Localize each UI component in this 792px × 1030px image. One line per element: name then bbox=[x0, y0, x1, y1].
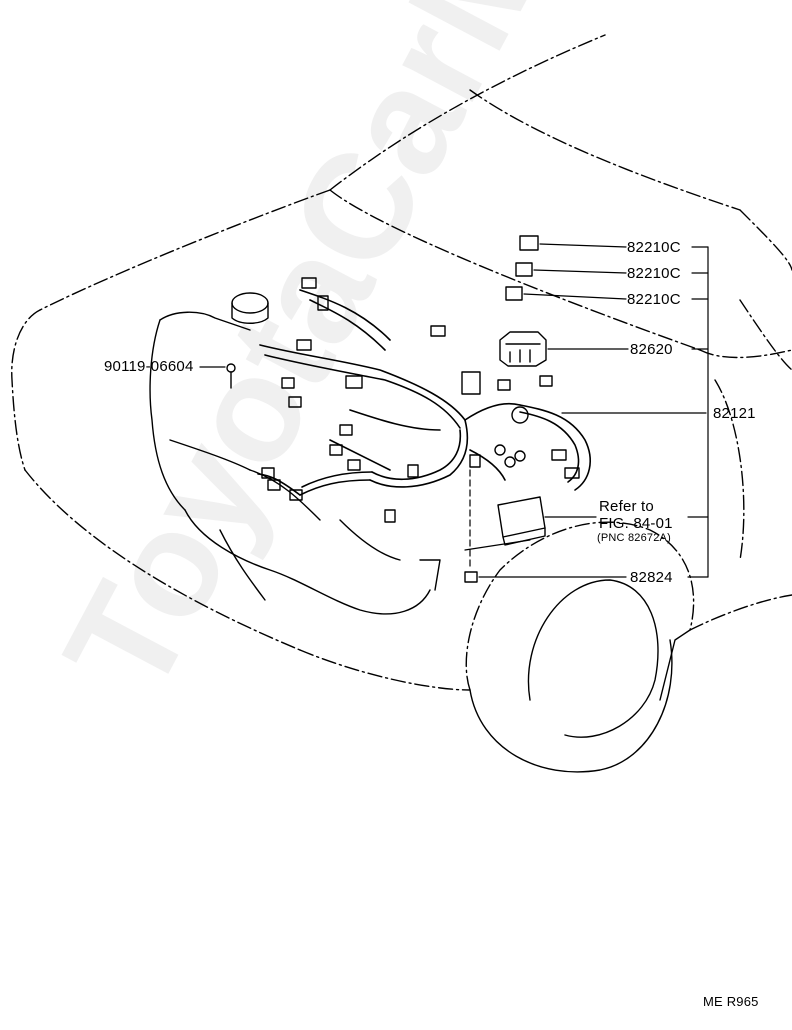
connectors bbox=[261, 277, 580, 523]
engine-block bbox=[149, 292, 441, 615]
clamp-icon bbox=[464, 571, 478, 583]
callout-relay-2: 82210C bbox=[627, 265, 681, 282]
callout-bolt: 90119-06604 bbox=[104, 358, 194, 375]
callout-clamp: 82824 bbox=[630, 569, 673, 586]
car-body-outline bbox=[11, 34, 792, 691]
footer-code: ME R965 bbox=[703, 994, 759, 1009]
relay-block bbox=[499, 331, 547, 367]
callout-relay-1: 82210C bbox=[627, 239, 681, 256]
callout-refer-line2: FIG. 84-01 bbox=[599, 515, 673, 532]
bolt-icon bbox=[226, 363, 236, 389]
wire-harness bbox=[257, 289, 591, 496]
callout-relay-3: 82210C bbox=[627, 291, 681, 308]
leader-lines bbox=[199, 243, 709, 578]
ecu-module bbox=[497, 496, 546, 546]
relay-icons bbox=[505, 235, 539, 301]
front-wheel bbox=[469, 579, 691, 773]
callout-refer-line3: (PNC 82672A) bbox=[597, 532, 671, 544]
callout-relay-block: 82620 bbox=[630, 341, 673, 358]
callout-refer-line1: Refer to bbox=[599, 498, 654, 515]
callout-engine-wire: 82121 bbox=[713, 405, 756, 422]
